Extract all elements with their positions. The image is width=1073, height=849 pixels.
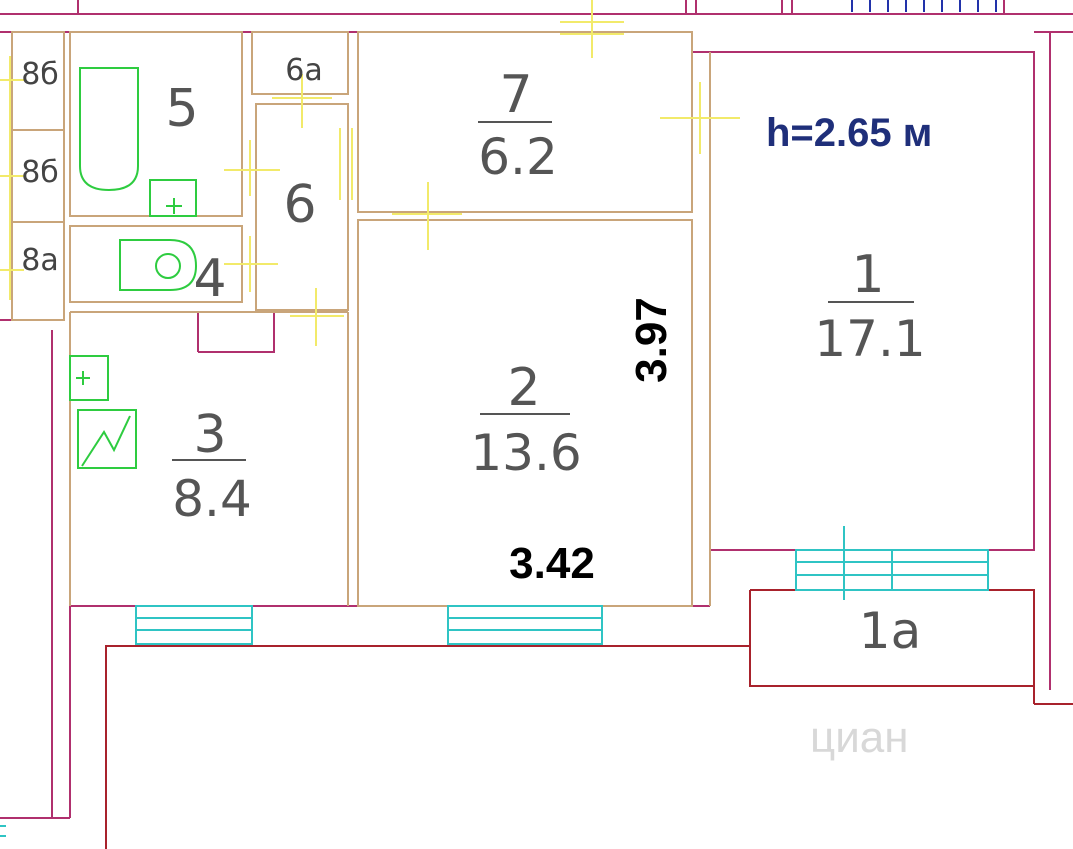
door-5	[224, 140, 280, 196]
doors	[0, 0, 740, 346]
room-7-number: 7	[499, 65, 532, 125]
sink-icon	[149, 179, 197, 217]
room-1: 1 17.1	[814, 245, 925, 368]
room-6a-label: 6а	[285, 53, 322, 88]
top-neighbor-outline	[0, 0, 1073, 15]
door-7-2	[392, 182, 462, 250]
room-8a-label: 8а	[21, 243, 58, 278]
window-room2	[447, 605, 603, 645]
balcony-1a-label: 1а	[859, 602, 921, 660]
room-3-number: 3	[193, 405, 226, 465]
room-2-number: 2	[507, 358, 540, 418]
room-1-number: 1	[851, 245, 884, 305]
room-8b-label-top: 8б	[21, 57, 59, 92]
top-window-grid	[851, 0, 997, 12]
window-room1	[795, 526, 989, 600]
kitchen-sink-icon	[69, 355, 109, 401]
room-2-area: 13.6	[470, 424, 581, 482]
room-7-area: 6.2	[478, 128, 558, 186]
room-4-number: 4	[193, 249, 226, 309]
door-4	[224, 236, 278, 292]
room-2-length-dimension: 3.97	[627, 297, 676, 383]
room-2-width-dimension: 3.42	[509, 539, 595, 588]
window-bottom-left	[0, 825, 6, 837]
door-8	[0, 56, 24, 300]
ceiling-height-label: h=2.65 м	[766, 111, 932, 155]
room-6-number: 6	[283, 175, 316, 235]
stove-icon	[77, 409, 137, 469]
toilet-icon	[119, 239, 198, 291]
inner-walls	[11, 31, 711, 607]
room-2: 2 13.6	[470, 358, 581, 482]
bathtub-icon	[79, 67, 139, 192]
windows	[0, 526, 989, 837]
room-3-area: 8.4	[172, 470, 252, 528]
window-room3	[135, 605, 253, 645]
room-5-number: 5	[165, 79, 198, 139]
room-7: 7 6.2	[478, 65, 558, 186]
door-7-1	[660, 82, 740, 154]
watermark-logo: циан	[810, 713, 909, 762]
fixtures	[69, 67, 198, 469]
door-top-7	[560, 0, 624, 58]
room-8b-label-mid: 8б	[21, 155, 59, 190]
room-3: 3 8.4	[172, 405, 252, 528]
door-3	[290, 288, 344, 346]
room-1-area: 17.1	[814, 310, 925, 368]
door-6-hall	[339, 128, 353, 200]
door-6a	[272, 74, 332, 128]
